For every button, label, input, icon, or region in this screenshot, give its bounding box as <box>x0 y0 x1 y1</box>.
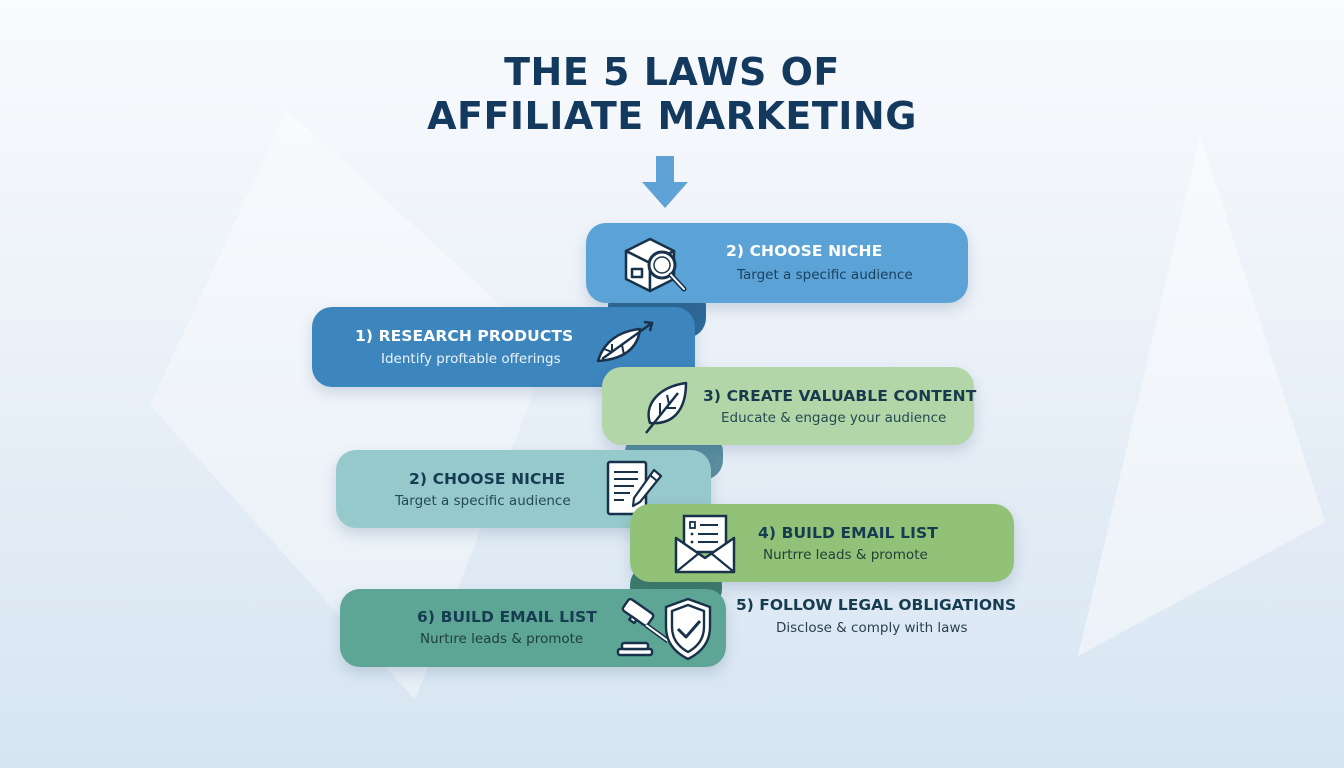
step-card-choose-niche-top[interactable]: 2) CHOOSE NICHE Target a specific audien… <box>586 223 968 303</box>
step-description: Nurtıre leads & promote <box>420 631 584 647</box>
step-description: Disclose & comply with laws <box>776 620 968 636</box>
leaf-arrow-icon <box>596 320 654 363</box>
triangle-shape <box>1078 136 1325 656</box>
step-card-build-email-list-bottom[interactable]: 6) BUILD EMAIL LIST Nurtıre leads & prom… <box>340 589 726 667</box>
step-label: 6) BUILD EMAIL LIST <box>417 608 597 626</box>
step-card-create-content[interactable]: 3) CREATE VALUABLE CONTENT Educate & eng… <box>602 367 977 445</box>
step-description: Educate & engage your audience <box>721 410 947 426</box>
step-label: 3) CREATE VALUABLE CONTENT <box>703 387 977 405</box>
title-line-1: THE 5 LAWS OF <box>504 50 840 94</box>
step-description: Target a specific audience <box>737 267 913 283</box>
document-pen-icon <box>606 460 663 516</box>
step-description: Target a specific audience <box>395 493 571 509</box>
down-arrow-icon <box>642 156 688 208</box>
step-label: 5) FOLLOW LEGAL OBLIGATIONS <box>736 596 1017 614</box>
step-label: 2) CHOOSE NICHE <box>409 470 566 488</box>
step-description: Nurtrre leads & promote <box>763 547 928 563</box>
step-label: 1) RESEARCH PRODUCTS <box>355 327 574 345</box>
leaf-icon <box>645 381 688 434</box>
step-card-build-email-list[interactable]: 4) BUILD EMAIL LIST Nurtrre leads & prom… <box>630 504 1014 582</box>
step-follow-legal-obligations[interactable]: 5) FOLLOW LEGAL OBLIGATIONS Disclose & c… <box>735 594 1016 638</box>
gavel-shield-icon <box>616 597 712 661</box>
envelope-letter-icon <box>674 514 736 574</box>
page-title: THE 5 LAWS OF AFFILIATE MARKETING <box>0 50 1344 138</box>
title-line-2: AFFILIATE MARKETING <box>427 94 917 138</box>
step-label: 4) BUILD EMAIL LIST <box>758 524 938 542</box>
step-label: 2) CHOOSE NICHE <box>726 242 883 260</box>
box-search-icon <box>624 237 687 293</box>
step-description: Identify proftable offerings <box>381 351 561 367</box>
